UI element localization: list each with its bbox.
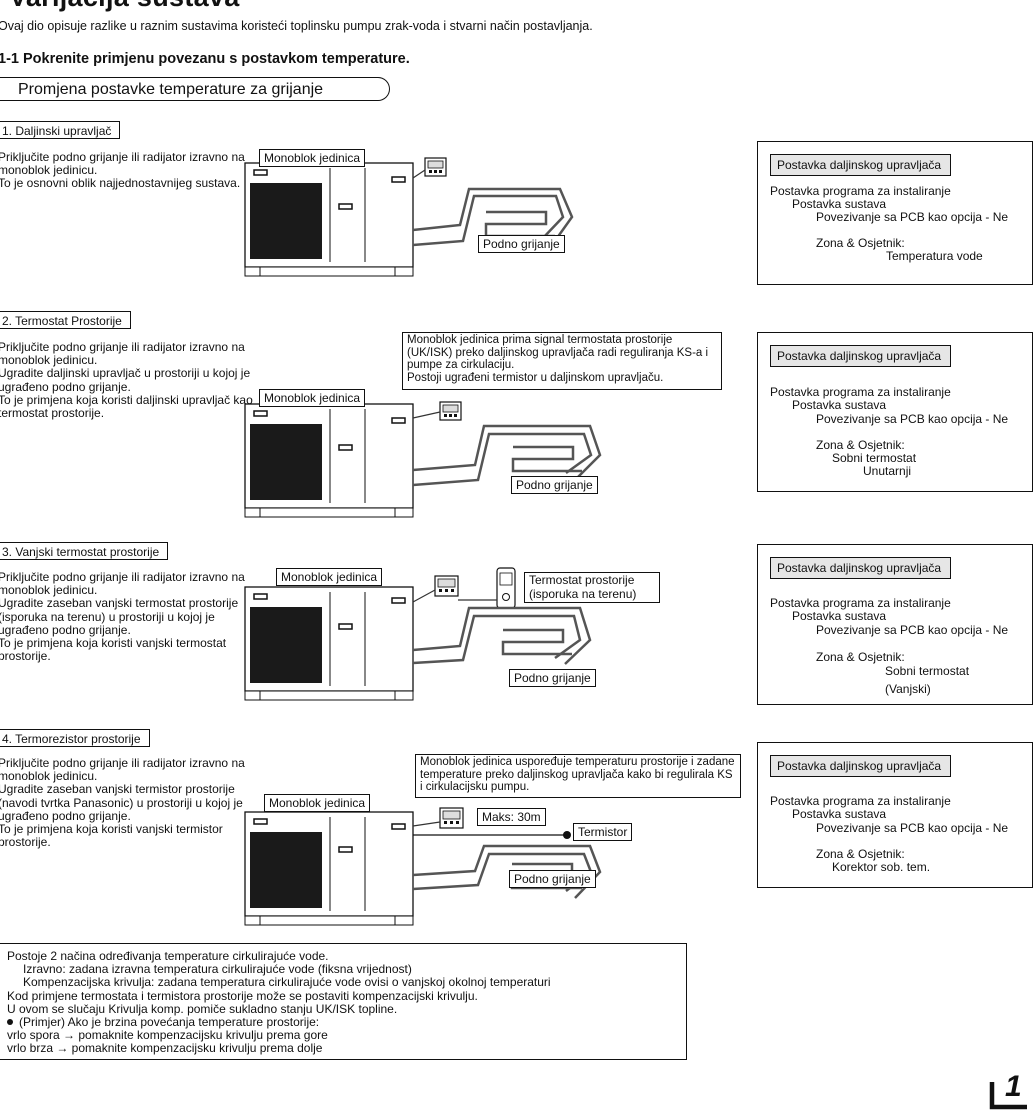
max-distance-label: Maks: 30m [477,808,546,826]
variant-description: Priključite podno grijanje ili radijator… [0,340,253,421]
panel-line: Povezivanje sa PCB kao opcija - Ne [816,821,1009,835]
panel-line: Povezivanje sa PCB kao opcija - Ne [816,412,1009,426]
panel-line: Temperatura vode [886,249,983,263]
chapter-badge: 1 [989,1070,1031,1110]
variant-heading: 2. Termostat Prostorije [0,311,131,329]
unit-label: Monoblok jedinica [259,149,366,167]
unit-label: Monoblok jedinica [264,794,371,812]
thermistor-label: Termistor [573,823,633,841]
info-note: Monoblok jedinica prima signal termostat… [402,332,722,390]
panel-line: Zona & Osjetnik: [816,236,905,250]
panel-line: Postavka sustava [792,197,887,211]
panel-line: Sobni termostat [832,451,917,465]
bullet-icon [7,1019,13,1026]
chapter-number: 1 [1005,1070,1022,1103]
panel-line: Zona & Osjetnik: [816,847,905,861]
variant-description: Priključite podno grijanje ili radijator… [0,756,245,850]
note-line: vrlo brza → pomaknite kompenzacijsku kri… [7,1041,323,1056]
settings-panel: Postavka daljinskog upravljača Postavka … [757,332,1033,492]
panel-line: Postavka sustava [792,807,887,821]
note-line: vrlo spora → pomaknite kompenzacijsku kr… [7,1028,328,1043]
note-line: Postoje 2 načina određivanja temperature… [7,949,329,963]
monoblock-unit-icon [244,162,414,277]
thermistor-cable-icon [413,831,571,839]
pipes [412,606,592,665]
variant-heading: 1. Daljinski upravljač [0,121,121,139]
floor-heating-label: Podno grijanje [509,870,596,888]
page-title: Varijacija sustava [0,0,240,13]
panel-line: Postavka programa za instaliranje [770,794,951,808]
info-note: Monoblok jedinica uspoređuje temperaturu… [415,754,741,798]
panel-chip: Postavka daljinskog upravljača [770,755,952,777]
remote-controller-icon [439,807,464,829]
settings-panel: Postavka daljinskog upravljača Postavka … [757,742,1033,888]
panel-line: Korektor sob. tem. [832,860,931,874]
monoblock-unit-icon [244,811,414,926]
thermostat-label: Termostat prostorije (isporuka na terenu… [524,572,660,603]
panel-line: Zona & Osjetnik: [816,438,905,452]
title-text: Varijacija sustava [9,0,240,12]
note-line: U ovom se slučaju Krivulja komp. pomiče … [7,1001,398,1016]
variant-description: Priključite podno grijanje ili radijator… [0,570,245,664]
panel-line: Postavka sustava [792,398,887,412]
variant-description: Priključite podno grijanje ili radijator… [0,150,245,191]
section-heading: 1-1 Pokrenite primjenu povezanu s postav… [0,51,410,67]
compensation-note: Postoje 2 načina određivanja temperature… [0,943,687,1060]
topic-pill: Promjena postavke temperature za grijanj… [0,77,390,101]
remote-controller-icon [439,401,462,421]
monoblock-unit-icon [244,403,414,518]
remote-controller-icon [434,575,459,597]
note-line: Kompenzacijska krivulja: zadana temperat… [23,975,551,990]
unit-label: Monoblok jedinica [276,568,383,586]
remote-controller-icon [424,157,447,177]
floor-heating-label: Podno grijanje [511,476,598,494]
panel-line: Postavka programa za instaliranje [770,596,951,610]
panel-line: Postavka sustava [792,609,887,623]
chapter-badge-icon [989,1082,1027,1110]
note-line: Kod primjene termostata i termistora pro… [7,988,478,1003]
unit-label: Monoblok jedinica [259,389,366,407]
panel-line: Unutarnji [863,464,912,478]
settings-panel: Postavka daljinskog upravljača Postavka … [757,141,1033,285]
settings-panel: Postavka daljinskog upravljača Postavka … [757,544,1033,705]
panel-line: Zona & Osjetnik: [816,650,905,664]
panel-line: (Vanjski) [885,682,931,696]
variant-heading: 3. Vanjski termostat prostorije [0,542,169,560]
floor-heating-label: Podno grijanje [509,669,596,687]
panel-line: Povezivanje sa PCB kao opcija - Ne [816,623,1009,637]
note-line-text: (Primjer) Ako je brzina povećanja temper… [19,1015,320,1030]
pipes [412,424,602,487]
panel-line: Postavka programa za instaliranje [770,385,951,399]
panel-line: Sobni termostat [885,664,970,678]
floor-heating-label: Podno grijanje [478,235,565,253]
panel-chip: Postavka daljinskog upravljača [770,154,952,176]
panel-line: Postavka programa za instaliranje [770,184,951,198]
monoblock-unit-icon [244,586,414,701]
note-line: Izravno: zadana izravna temperatura cirk… [23,962,412,977]
panel-chip: Postavka daljinskog upravljača [770,557,952,579]
panel-line: Povezivanje sa PCB kao opcija - Ne [816,210,1009,224]
panel-chip: Postavka daljinskog upravljača [770,345,952,367]
note-line: (Primjer) Ako je brzina povećanja temper… [7,1015,678,1030]
intro-text: Ovaj dio opisuje razlike u raznim sustav… [0,19,593,33]
variant-heading: 4. Termorezistor prostorije [0,729,150,747]
